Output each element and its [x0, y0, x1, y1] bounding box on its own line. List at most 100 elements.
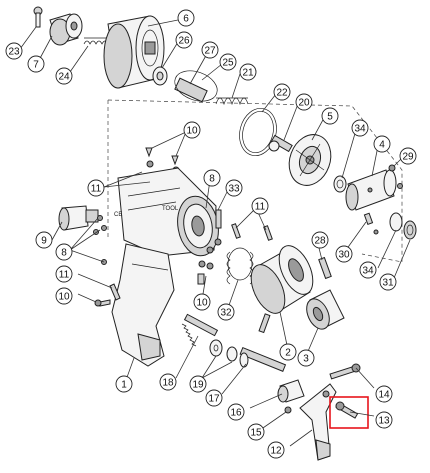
part-20-pin — [268, 134, 293, 153]
callout-22: 22 — [273, 83, 291, 101]
svg-text:25: 25 — [222, 58, 234, 69]
svg-text:11: 11 — [59, 270, 70, 281]
callout-17: 17 — [205, 389, 223, 407]
callout-14: 14 — [375, 385, 393, 403]
svg-text:11: 11 — [255, 202, 266, 213]
part-1-handle — [111, 243, 175, 367]
part-28-pin — [318, 256, 332, 280]
svg-text:34: 34 — [362, 266, 374, 277]
callout-30: 30 — [335, 245, 353, 263]
part-4-valve-body — [345, 169, 397, 211]
svg-text:34: 34 — [354, 124, 366, 135]
part-19-washers — [209, 339, 238, 362]
part-27-rotor-shaft — [174, 77, 208, 103]
callout-31: 31 — [379, 273, 397, 291]
part-9-air-inlet — [58, 205, 99, 231]
callout-10-upper: 10 — [183, 121, 201, 139]
part-3-anvil-nut — [306, 289, 345, 330]
callout-11-upper: 11 — [87, 179, 105, 197]
assembly-outline — [107, 99, 403, 263]
svg-text:28: 28 — [314, 236, 326, 247]
part-6-rear-cover — [103, 15, 165, 89]
svg-text:20: 20 — [298, 98, 310, 109]
part-15-screw — [284, 406, 292, 414]
part-33-trigger-pin — [206, 209, 222, 254]
callout-25: 25 — [219, 53, 237, 71]
part-18-spring — [181, 313, 219, 347]
callout-13: 13 — [375, 411, 393, 429]
svg-text:10: 10 — [196, 298, 208, 309]
callout-27: 27 — [201, 41, 219, 59]
callout-11-lower: 11 — [55, 265, 73, 283]
callout-10-lower: 10 — [55, 287, 73, 305]
svg-text:23: 23 — [8, 47, 20, 58]
callout-7: 7 — [27, 55, 45, 73]
callout-6: 6 — [177, 9, 195, 27]
svg-text:8: 8 — [209, 174, 215, 185]
part-17-valve-stem — [239, 346, 287, 372]
svg-text:7: 7 — [33, 60, 39, 71]
part-29-ball — [388, 164, 403, 189]
callout-8-lower: 8 — [55, 243, 73, 261]
callout-29: 29 — [399, 147, 417, 165]
part-32-spring — [226, 247, 254, 285]
svg-text:3: 3 — [303, 354, 309, 365]
callout-20: 20 — [295, 93, 313, 111]
svg-text:10: 10 — [58, 292, 70, 303]
callout-34-lower: 34 — [359, 261, 377, 279]
callout-3: 3 — [297, 349, 315, 367]
part-10-lower-screw — [94, 299, 111, 307]
ce-mark: CE — [114, 212, 122, 218]
svg-text:18: 18 — [162, 378, 174, 389]
callout-18: 18 — [159, 373, 177, 391]
part-16-bushing — [277, 379, 305, 403]
part-22-snap-ring — [239, 108, 277, 156]
svg-text:8: 8 — [61, 248, 67, 259]
callout-8-upper: 8 — [203, 169, 221, 187]
part-34-o-ring-lower — [389, 212, 403, 232]
callout-4: 4 — [373, 135, 391, 153]
svg-text:4: 4 — [379, 140, 385, 151]
callout-24: 24 — [55, 67, 73, 85]
svg-text:30: 30 — [338, 250, 350, 261]
callout-23: 23 — [5, 42, 23, 60]
svg-text:15: 15 — [250, 428, 262, 439]
housing-marking: TOOL — [162, 206, 179, 212]
svg-text:11: 11 — [91, 184, 102, 195]
svg-text:22: 22 — [276, 88, 288, 99]
part-30-pin — [363, 212, 379, 235]
svg-text:12: 12 — [270, 446, 282, 457]
part-12-trigger-lever — [299, 383, 337, 461]
callout-19: 19 — [189, 375, 207, 393]
callout-32: 32 — [217, 303, 235, 321]
callout-11-middle: 11 — [251, 197, 269, 215]
callout-16: 16 — [227, 403, 245, 421]
svg-text:13: 13 — [378, 416, 390, 427]
part-11-lower-screw — [109, 283, 121, 301]
svg-text:2: 2 — [285, 348, 291, 359]
highlight-box-part-13 — [329, 396, 369, 429]
part-31-ring — [403, 220, 417, 240]
leader-lines — [19, 19, 411, 447]
callout-5: 5 — [321, 107, 339, 125]
svg-text:33: 33 — [228, 184, 240, 195]
svg-text:17: 17 — [208, 394, 220, 405]
callout-12: 12 — [267, 441, 285, 459]
svg-text:1: 1 — [121, 380, 127, 391]
part-13-bolt — [335, 401, 359, 419]
main-housing: CE TOOL — [114, 167, 219, 257]
part-24-spring — [83, 37, 109, 45]
part-5-cylinder-plate — [288, 134, 332, 186]
callout-2: 2 — [279, 343, 297, 361]
part-7-end-cap — [49, 13, 83, 46]
part-10-screws-middle — [197, 260, 214, 285]
svg-text:21: 21 — [242, 68, 254, 79]
svg-text:27: 27 — [204, 46, 216, 57]
svg-text:10: 10 — [186, 126, 198, 137]
part-34-o-ring-upper — [333, 175, 347, 193]
svg-text:31: 31 — [382, 278, 394, 289]
callout-9: 9 — [35, 231, 53, 249]
part-25-o-ring — [174, 70, 218, 102]
svg-text:26: 26 — [178, 36, 190, 47]
svg-text:9: 9 — [41, 236, 47, 247]
